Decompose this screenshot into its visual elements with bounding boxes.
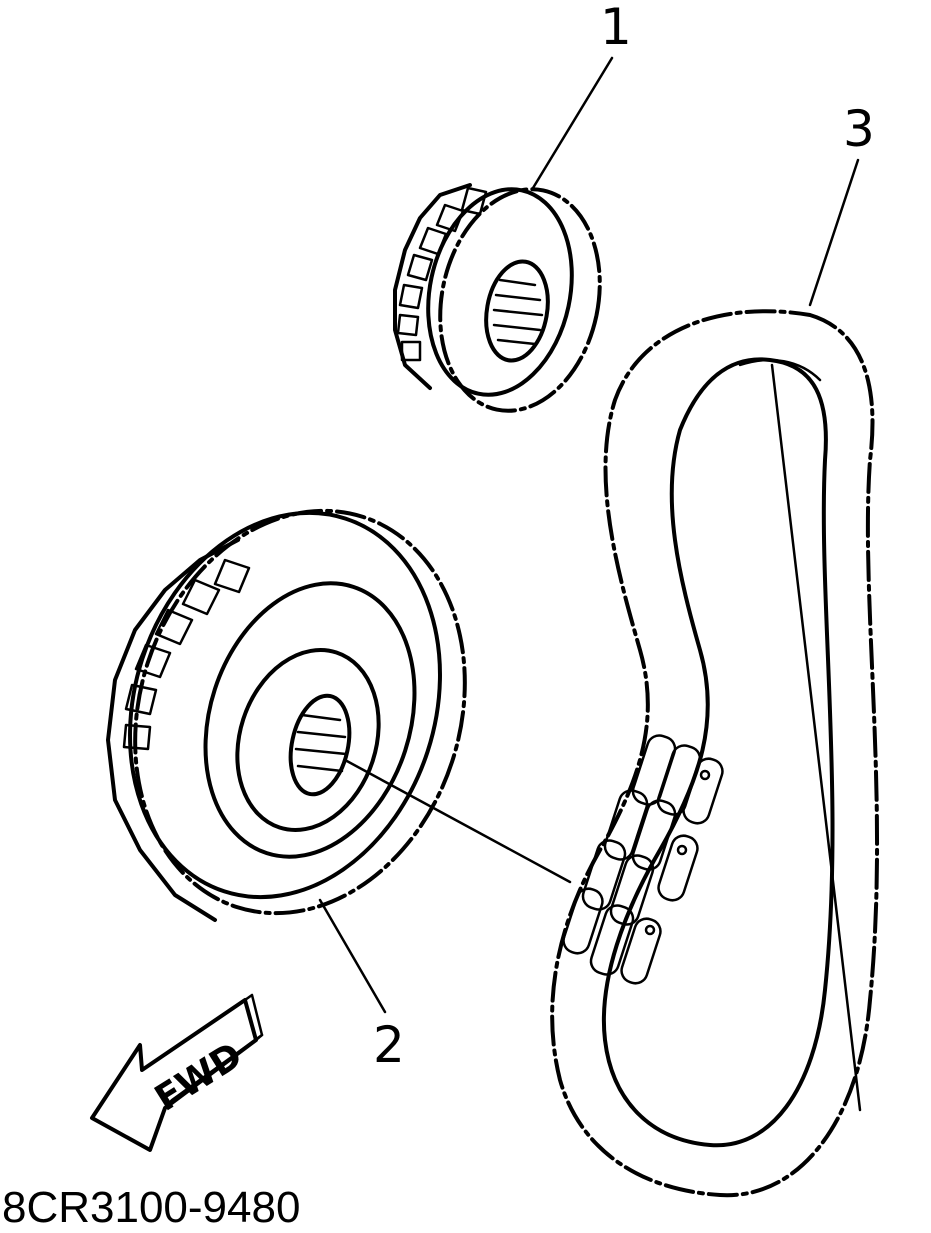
leader-line-2 (318, 898, 387, 1014)
small-sprocket (393, 56, 614, 413)
callout-part-3: 3 (843, 100, 875, 158)
leader-line-3 (808, 158, 860, 307)
leader-line-hub-chain (343, 758, 572, 884)
large-sprocket-teeth (122, 558, 251, 751)
callout-part-1: 1 (600, 0, 632, 56)
callout-part-2: 2 (373, 1016, 405, 1074)
large-sprocket-splines (294, 713, 348, 773)
forward-arrow-icon: FWD (90, 993, 264, 1152)
large-sprocket (106, 508, 572, 1014)
figure-code: 8CR3100-9480 (2, 1183, 301, 1232)
forward-arrow-label: FWD (148, 1035, 250, 1120)
small-sprocket-splines (492, 278, 544, 346)
drive-chain (550, 158, 880, 1198)
small-sprocket-teeth (396, 186, 488, 362)
chain-links (562, 734, 724, 985)
leader-line-1 (531, 56, 614, 190)
